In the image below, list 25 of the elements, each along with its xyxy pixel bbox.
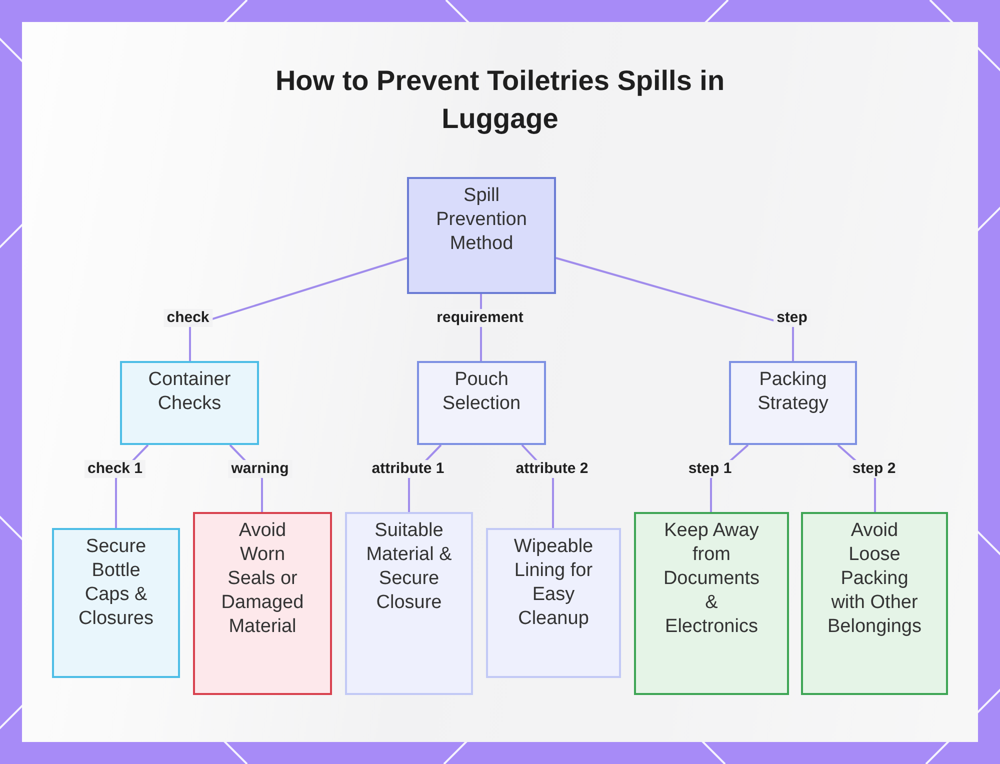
node-text: Keep Away from Documents & Electronics — [662, 519, 761, 639]
process-box — [193, 512, 332, 695]
node-text: Spill Prevention Method — [435, 184, 528, 256]
process-box — [801, 512, 948, 695]
process-box — [345, 512, 473, 695]
node-text: Packing Strategy — [756, 368, 830, 416]
node-text: Suitable Material & Secure Closure — [365, 519, 453, 615]
node-text: Avoid Loose Packing with Other Belongings — [826, 519, 923, 639]
node-text: Wipeable Lining for Easy Cleanup — [512, 535, 594, 631]
connector-line — [189, 257, 408, 361]
node-text: Pouch Selection — [441, 368, 522, 416]
process-box — [120, 361, 259, 445]
node-text: Container Checks — [147, 368, 232, 416]
process-box — [52, 528, 180, 678]
process-box — [407, 177, 556, 294]
connector-line — [556, 257, 794, 361]
diagram-title: How to Prevent Toiletries Spills in Luggage — [274, 64, 726, 136]
process-box — [634, 512, 789, 695]
node-text: Avoid Worn Seals or Damaged Material — [220, 519, 305, 639]
edge-label: check 1 — [84, 460, 146, 478]
process-box — [486, 528, 621, 678]
process-box — [417, 361, 546, 445]
process-box — [729, 361, 857, 445]
node-text: Secure Bottle Caps & Closures — [78, 535, 154, 631]
edge-label: check — [164, 309, 212, 327]
